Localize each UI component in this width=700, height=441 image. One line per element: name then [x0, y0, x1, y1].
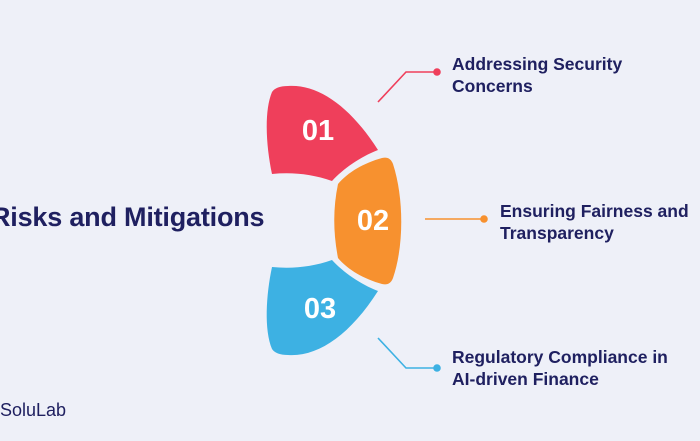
connector-01 [377, 68, 441, 103]
connector-01-dot [433, 68, 441, 76]
diagram-title: Risks and Mitigations [0, 202, 265, 232]
segment-03-shape [266, 260, 378, 356]
segment-01-shape [266, 85, 378, 181]
step-02-label-line1: Ensuring Fairness and [500, 201, 689, 221]
step-03-number: 03 [304, 293, 336, 325]
connector-02 [425, 215, 488, 223]
step-03-label-line1: Regulatory Compliance in [452, 347, 668, 367]
connector-03-dot [433, 364, 441, 372]
connector-02-dot [480, 215, 488, 223]
step-02-label-line2: Transparency [500, 223, 614, 243]
segment-02-shape [334, 157, 402, 285]
step-03-label: Regulatory Compliance in AI-driven Finan… [452, 346, 668, 390]
step-01-label-line2: Concerns [452, 76, 533, 96]
step-01-label-line1: Addressing Security [452, 54, 623, 74]
brand-logo-text: SoluLab [0, 400, 67, 420]
step-01-label: Addressing Security Concerns [452, 53, 622, 97]
step-02-label: Ensuring Fairness and Transparency [500, 200, 689, 244]
step-03-label-line2: AI-driven Finance [452, 369, 599, 389]
step-01-number: 01 [302, 115, 334, 147]
connector-03 [377, 337, 441, 372]
step-02-number: 02 [357, 205, 389, 237]
